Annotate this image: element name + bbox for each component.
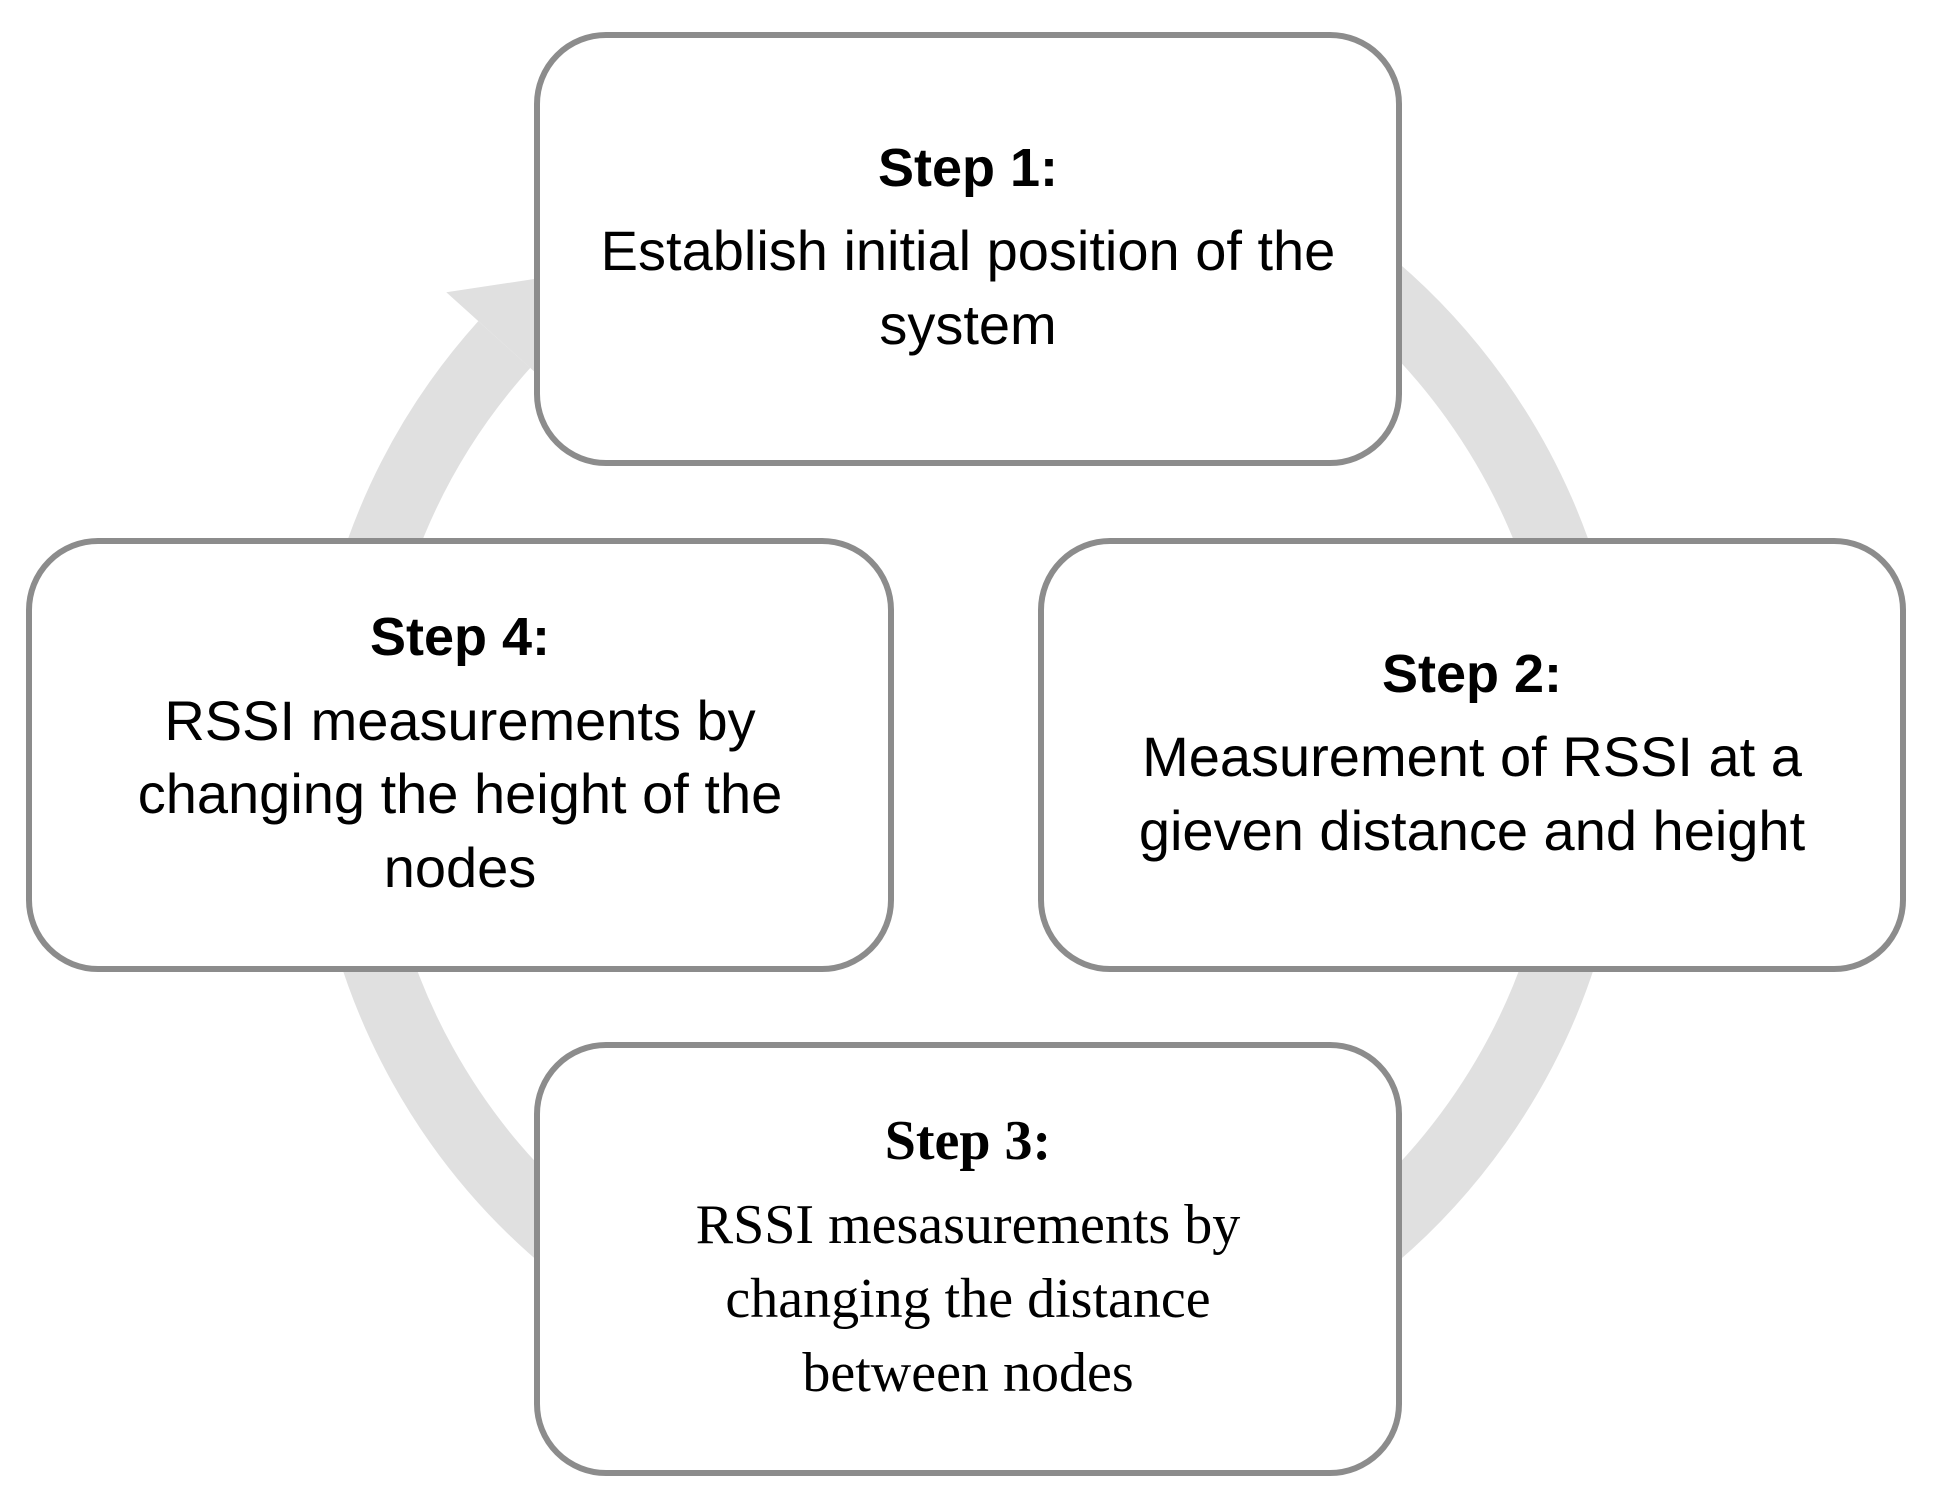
step-4-box: Step 4: RSSI measurements by changing th… [26, 538, 894, 972]
step-3-title: Step 3: [884, 1109, 1052, 1172]
step-1-title: Step 1: [877, 137, 1059, 198]
step-2-box: Step 2: Measurement of RSSI at a gieven … [1038, 538, 1906, 972]
step-1-description: Establish initial position of the system [600, 219, 1336, 357]
step-3-box: Step 3: RSSI mesasurements by changing t… [534, 1042, 1402, 1476]
step-2-title: Step 2: [1381, 643, 1563, 704]
step-3-description: RSSI mesasurements by changing the dista… [695, 1193, 1241, 1404]
step-4-title: Step 4: [369, 606, 551, 667]
step-4-description: RSSI measurements by changing the height… [137, 688, 783, 900]
step-2-description: Measurement of RSSI at a gieven distance… [1138, 725, 1806, 863]
step-1-box: Step 1: Establish initial position of th… [534, 32, 1402, 466]
